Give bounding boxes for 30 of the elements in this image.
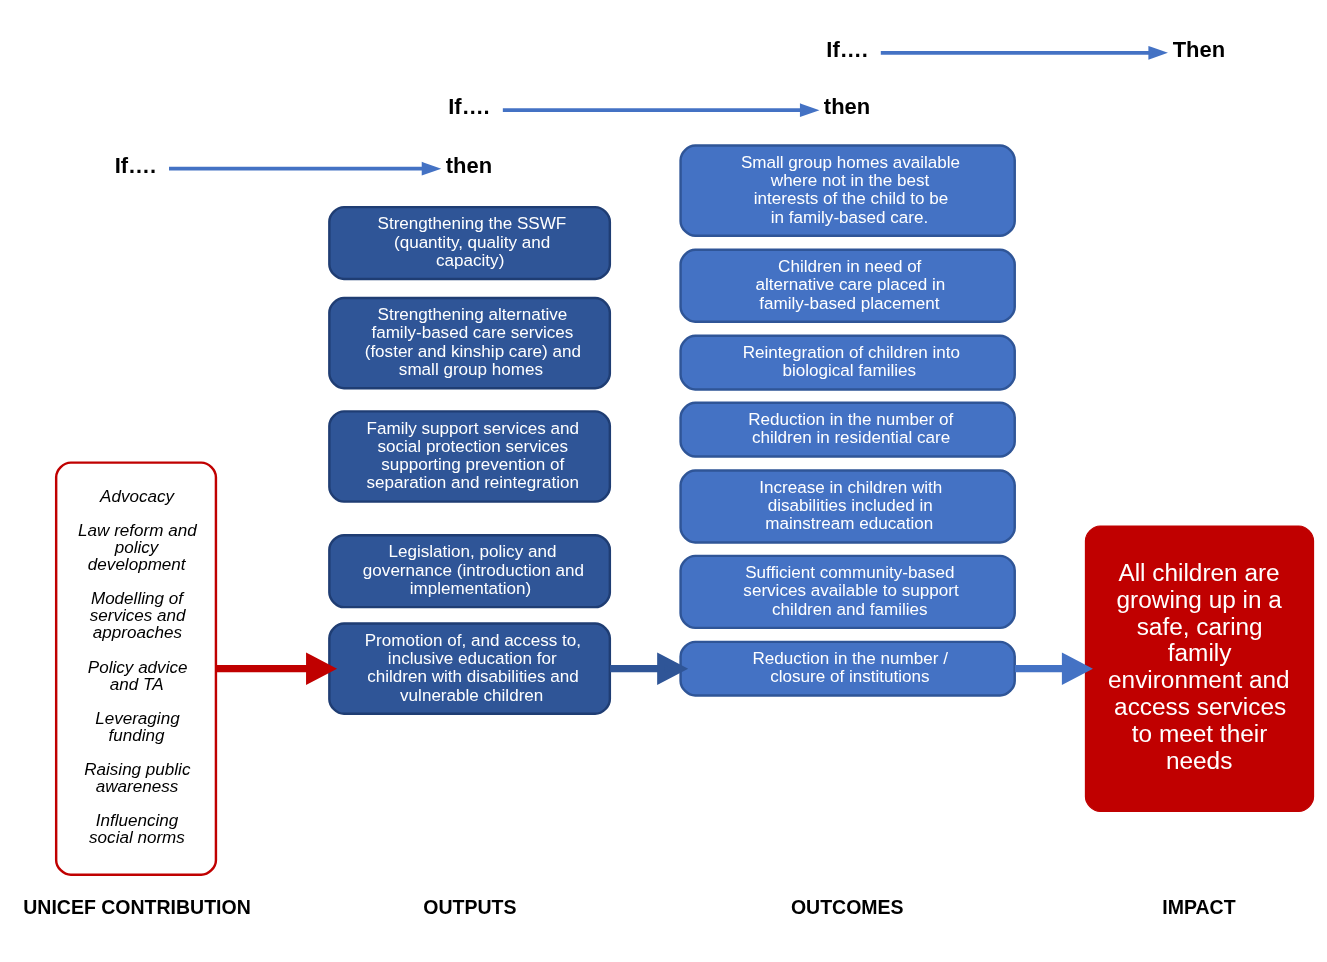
node-box: Reintegration of children into biological families xyxy=(679,334,1016,391)
node-box: Strengthening the SSWF (quantity, quality and capacity) xyxy=(328,205,612,280)
node-box: Family support services and social protection services supporting prevention of separation and reintegration xyxy=(328,409,612,503)
node-box: Children in need of alternative care placed in family-based placement xyxy=(679,248,1016,323)
node-box: Reduction in the number of children in residential care xyxy=(679,401,1016,458)
label: IMPACT xyxy=(1162,895,1236,918)
label: UNICEF CONTRIBUTION xyxy=(23,895,251,918)
node-box: Strengthening alternative family-based care services (foster and kinship care) and small group homes xyxy=(328,296,612,389)
arrow xyxy=(1014,651,1093,685)
arrow xyxy=(169,161,442,176)
node-box: All children are growing up in a safe, caring family environment and access services to meet their needs xyxy=(1084,524,1315,812)
node-box: Legislation, policy and governance (introduction and implementation) xyxy=(328,533,612,608)
node-text: If…. xyxy=(448,93,490,119)
node-box: Reduction in the number / closure of institutions xyxy=(679,640,1016,697)
arrow xyxy=(502,102,820,117)
label: OUTPUTS xyxy=(423,895,517,918)
arrow xyxy=(610,651,689,685)
node-text: then xyxy=(823,93,871,119)
node-box: Increase in children with disabilities included in mainstream education xyxy=(679,468,1016,544)
node-text: If…. xyxy=(114,152,157,178)
node-box: Sufficient community-based services available to support children and families xyxy=(679,554,1016,629)
arrow xyxy=(880,45,1168,60)
node-box: Advocacy Law reform and policy development Modelling of services and approaches Policy advice and TA Leveraging funding Raising public awareness Influencing social norms xyxy=(54,460,218,876)
node-text: then xyxy=(445,152,493,178)
node-box: Promotion of, and access to, inclusive education for children with disabilities and vulnerable children xyxy=(328,621,612,715)
label: OUTCOMES xyxy=(790,895,904,918)
node-text: If…. xyxy=(826,36,868,62)
node-text: Then xyxy=(1172,36,1226,62)
node-box: Small group homes available where not in the best interests of the child to be in family-based care. xyxy=(679,143,1016,237)
arrow xyxy=(216,651,338,685)
